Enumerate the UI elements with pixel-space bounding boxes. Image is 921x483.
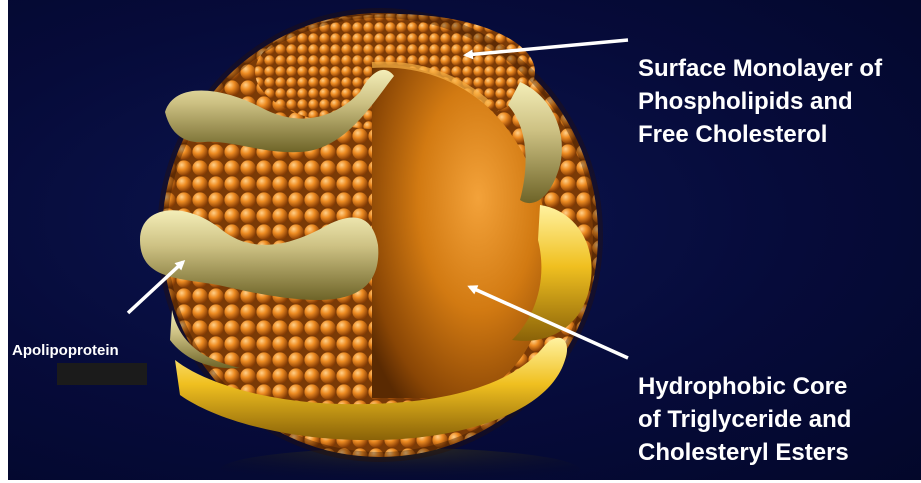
label-line: Surface Monolayer of: [638, 52, 882, 85]
hydrophobic-core-label: Hydrophobic Core of Triglyceride and Cho…: [638, 370, 851, 469]
left-border: [0, 0, 8, 483]
label-line: Hydrophobic Core: [638, 370, 851, 403]
label-line: of Triglyceride and: [638, 403, 851, 436]
label-line: Cholesteryl Esters: [638, 436, 851, 469]
label-backdrop: [57, 363, 147, 385]
label-line: Free Cholesterol: [638, 118, 882, 151]
surface-monolayer-label: Surface Monolayer of Phospholipids and F…: [638, 52, 882, 151]
apolipoprotein-label: Apolipoprotein: [12, 341, 119, 361]
label-line: Phospholipids and: [638, 85, 882, 118]
